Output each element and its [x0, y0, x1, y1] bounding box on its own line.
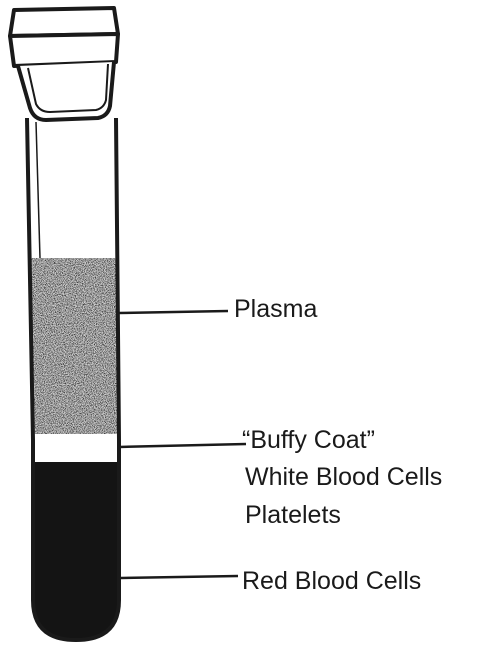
white-blood-cells-label: White Blood Cells	[245, 462, 442, 492]
red-blood-cells-leader-line	[121, 576, 238, 578]
tube-stopper	[10, 8, 118, 120]
buffy-coat-label: “Buffy Coat”	[242, 425, 375, 455]
red-blood-cells-label: Red Blood Cells	[242, 566, 421, 596]
buffy-coat-layer	[20, 434, 130, 462]
plasma-leader-line	[119, 311, 228, 313]
stopper-top	[10, 8, 118, 36]
stopper-band	[10, 34, 118, 66]
platelets-label: Platelets	[245, 500, 341, 530]
buffy-coat-leader-line	[119, 444, 246, 447]
plasma-label: Plasma	[234, 294, 317, 324]
test-tube	[20, 118, 130, 650]
plasma-speckle	[20, 258, 130, 434]
